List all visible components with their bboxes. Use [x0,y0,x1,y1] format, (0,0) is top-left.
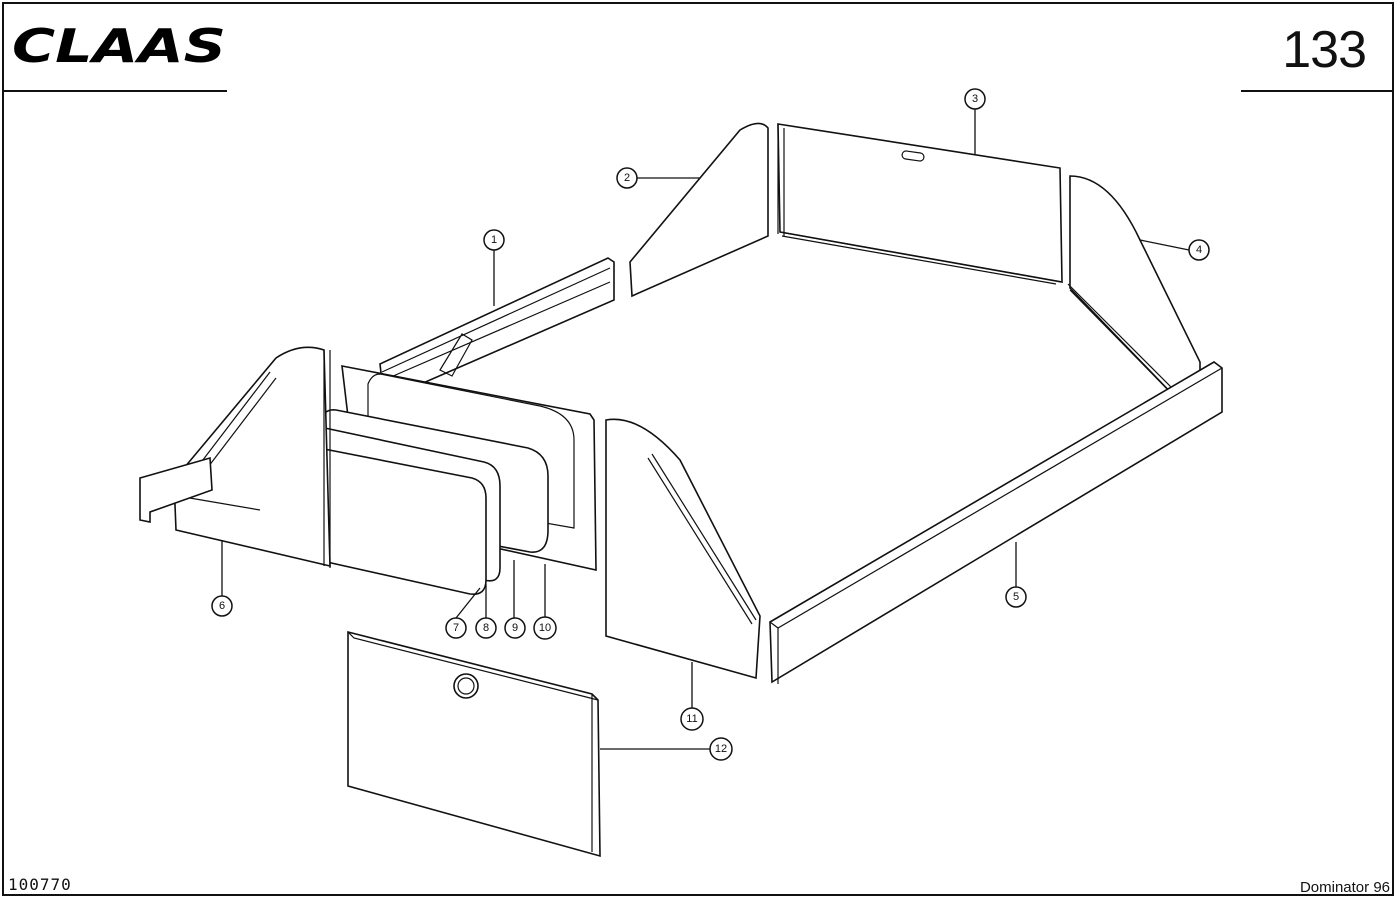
part-11-side-plate [605,418,761,680]
callout-9: 9 [504,617,526,639]
callout-11: 11 [680,707,704,731]
svg-text:12: 12 [715,743,727,755]
svg-text:6: 6 [219,600,225,612]
svg-text:5: 5 [1013,591,1019,603]
svg-text:9: 9 [512,622,518,634]
model-name: Dominator 96 [1299,879,1390,896]
callout-7: 7 [445,617,467,639]
part-1-rail [379,257,615,402]
svg-text:2: 2 [624,172,630,184]
callout-6: 6 [211,595,233,617]
svg-text:8: 8 [483,622,489,634]
callout-4: 4 [1188,239,1210,261]
header-rule-left [4,90,227,92]
page-number: 133 [1282,21,1367,79]
svg-text:3: 3 [972,93,978,105]
svg-text:4: 4 [1196,244,1202,256]
callout-3: 3 [964,88,986,110]
part-5-side-board [769,361,1223,684]
part-3-rear-panel [777,123,1063,283]
svg-text:7: 7 [453,622,459,634]
part-12-front-panel [347,630,601,858]
part-6-side-panel [173,346,331,568]
callout-12: 12 [709,737,733,761]
document-code: 100770 [8,875,72,894]
callout-1: 1 [483,229,505,251]
svg-text:10: 10 [539,622,551,634]
callout-10: 10 [533,616,557,640]
header-rule-right [1241,90,1393,92]
brand-wordmark: CLAAS [12,20,226,70]
svg-text:11: 11 [686,713,697,725]
callout-5: 5 [1005,586,1027,608]
claas-logo: CLAAS [12,20,226,70]
part-4-gusset [1069,175,1201,402]
part-2-gusset [629,122,769,298]
callout-8: 8 [475,617,497,639]
svg-text:1: 1 [491,234,497,246]
callout-2: 2 [616,167,638,189]
